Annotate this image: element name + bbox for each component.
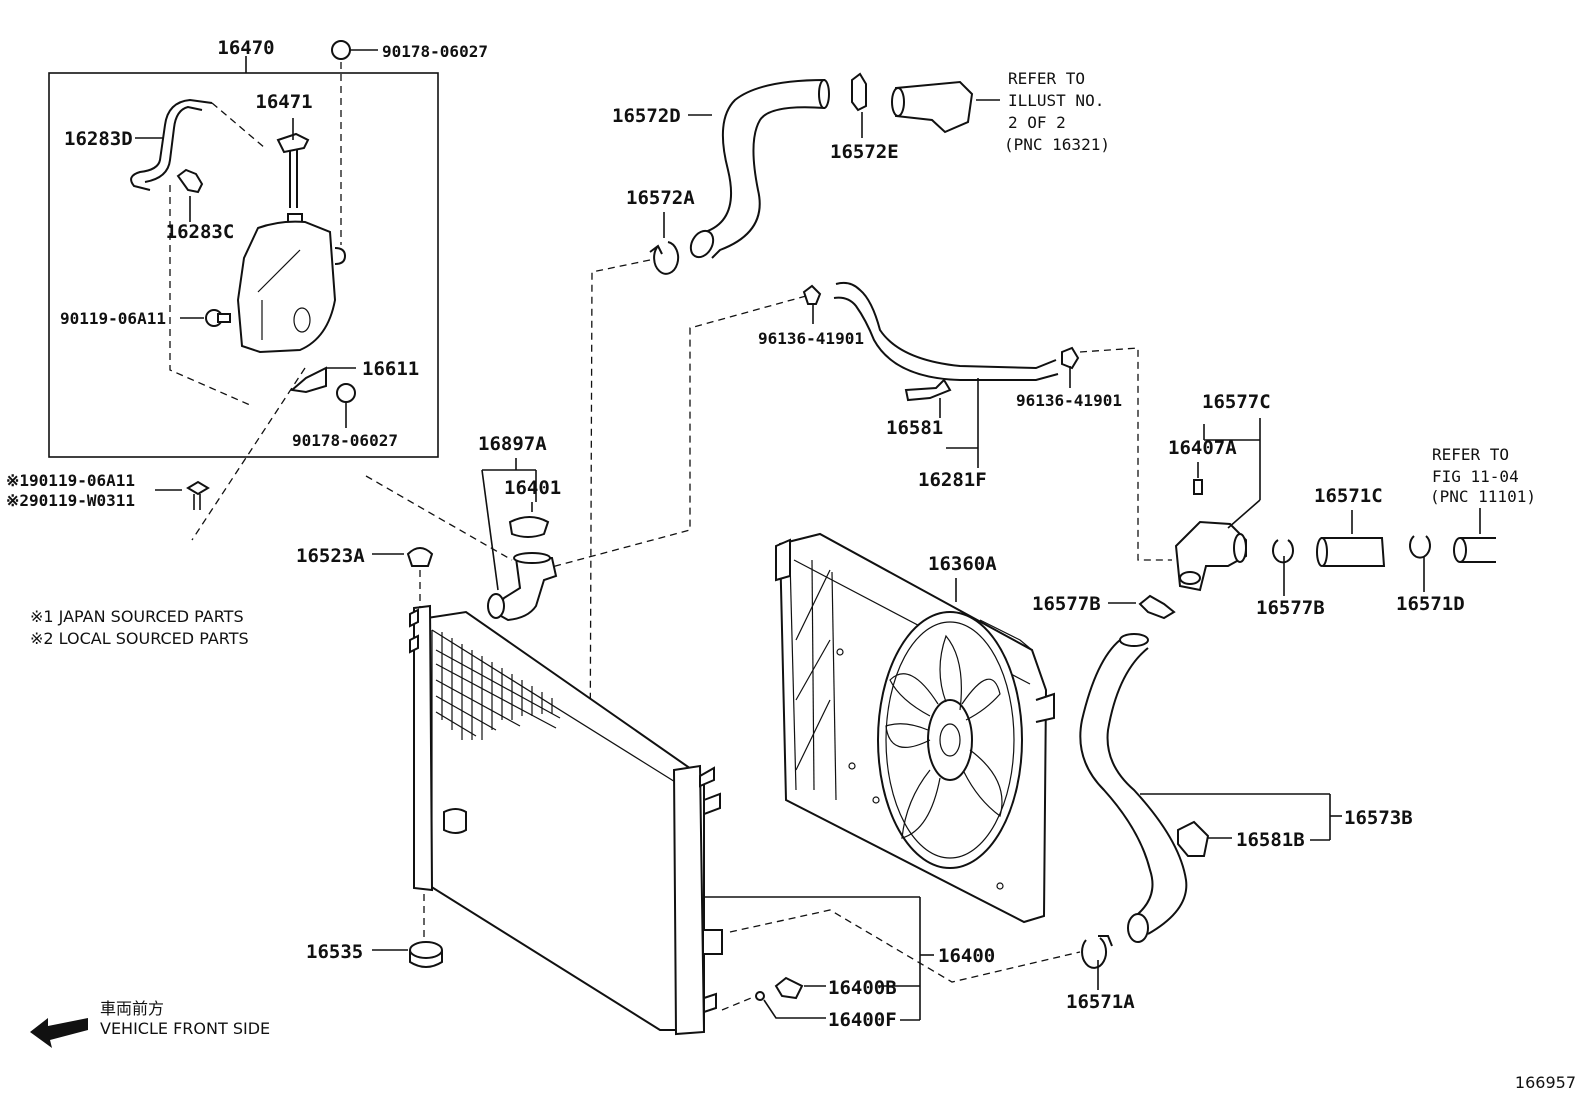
clip-16283c-icon	[176, 168, 204, 194]
label-16581: 16581	[886, 417, 943, 439]
reservoir-tank-group	[48, 40, 439, 541]
front-label-jp: 車両前方	[100, 999, 164, 1018]
reservoir-tank-icon	[236, 220, 337, 354]
upper-mount-cushion-icon	[406, 547, 434, 567]
note-alt-part-1: ※190119-06A11	[6, 471, 135, 490]
label-90178-06027-bottom: 90178-06027	[292, 431, 398, 450]
ref-fig-line2: FIG 11-04	[1432, 467, 1519, 486]
hose-clamp-16572a-icon	[653, 241, 680, 275]
lower-radiator-hose-group	[1079, 633, 1342, 990]
note-alt-part-2: ※290119-W0311	[6, 491, 135, 510]
label-16571c: 16571C	[1314, 485, 1383, 507]
label-16281f: 16281F	[918, 469, 987, 491]
ref-fig-line1: REFER TO	[1432, 445, 1509, 464]
label-16471: 16471	[255, 91, 312, 113]
ref-illust-line1: REFER TO	[1008, 69, 1085, 88]
hose-clip-16572e-icon	[851, 72, 867, 112]
label-16571d: 16571D	[1396, 593, 1465, 615]
radiator-cap-icon	[508, 516, 550, 538]
label-16400f: 16400F	[828, 1009, 897, 1031]
water-inlet-group	[1108, 418, 1496, 620]
clip-16577b-left-icon	[1138, 594, 1176, 620]
water-outlet-icon	[895, 80, 974, 134]
ref-illust-line4: (PNC 16321)	[1004, 135, 1110, 154]
radiator-group	[372, 547, 1081, 1036]
lower-mount-cushion-icon	[409, 941, 443, 959]
radiator-tank-right-icon	[672, 764, 706, 1036]
note-japan-sourced: ※1 JAPAN SOURCED PARTS	[30, 607, 244, 626]
drain-oring-icon	[755, 991, 765, 1001]
ref-fig-line3: (PNC 11101)	[1430, 487, 1536, 506]
radiator-fins	[435, 632, 561, 740]
label-16360a: 16360A	[928, 553, 997, 575]
label-16577c: 16577C	[1202, 391, 1271, 413]
bolt-90119-icon	[205, 309, 231, 327]
label-16400b: 16400B	[828, 977, 897, 999]
nut-lower-icon	[336, 383, 356, 403]
reservoir-hose-icon	[130, 98, 213, 191]
temp-sensor-icon	[1193, 479, 1203, 495]
label-16577b-left: 16577B	[1032, 593, 1101, 615]
clamp-16577b-right-icon	[1272, 539, 1294, 564]
note-local-sourced: ※2 LOCAL SOURCED PARTS	[30, 629, 249, 648]
reservoir-frame	[48, 72, 439, 458]
label-90119-06a11: 90119-06A11	[60, 309, 166, 328]
alt-bolt-icon	[186, 480, 210, 510]
label-16283d: 16283D	[64, 128, 133, 150]
diagram-id: 166957	[1515, 1073, 1576, 1092]
label-16581b: 16581B	[1236, 829, 1305, 851]
label-16572e: 16572E	[830, 141, 899, 163]
label-90178-06027-top: 90178-06027	[382, 42, 488, 61]
hose-clamp-16571a-icon	[1081, 937, 1108, 969]
label-16611: 16611	[362, 358, 419, 380]
label-16577b-right: 16577B	[1256, 597, 1325, 619]
engine-pipe-icon	[1460, 537, 1496, 563]
hose-clamp-96136-left-icon	[802, 284, 822, 305]
nut-upper-icon	[331, 40, 351, 60]
fan-blades	[885, 634, 1003, 839]
label-16523a: 16523A	[296, 545, 365, 567]
fan-shroud-group	[775, 532, 1055, 924]
label-16535: 16535	[306, 941, 363, 963]
front-direction-arrow-icon	[30, 1018, 88, 1048]
label-16283c: 16283C	[166, 221, 235, 243]
label-16573b: 16573B	[1344, 807, 1413, 829]
radiator-outlet-pipe-icon	[704, 929, 723, 955]
label-16407a: 16407A	[1168, 437, 1237, 459]
hose-clip-16581b-icon	[1177, 820, 1210, 857]
bypass-hose-icon	[835, 281, 1057, 370]
front-label-en: VEHICLE FRONT SIDE	[100, 1019, 270, 1038]
clamp-16571d-icon	[1409, 535, 1431, 559]
label-16572a: 16572A	[626, 187, 695, 209]
radiator-filler-group	[365, 458, 558, 622]
label-16400: 16400	[938, 945, 995, 967]
lower-hose-icon	[1079, 639, 1154, 921]
label-16470: 16470	[217, 37, 274, 59]
bracket-16611-icon	[289, 366, 327, 394]
fan-hub-icon	[927, 699, 973, 781]
ref-illust-line2: ILLUST NO.	[1008, 91, 1104, 110]
heater-hose-icon	[1320, 537, 1386, 567]
upper-hose-icon	[699, 79, 826, 251]
hose-clip-16581-icon	[904, 378, 952, 402]
hose-clamp-96136-right-icon	[1061, 346, 1080, 370]
drain-cock-icon	[774, 976, 804, 1000]
bypass-hose-group	[547, 281, 1172, 569]
label-16571a: 16571A	[1066, 991, 1135, 1013]
label-96136-41901-left: 96136-41901	[758, 329, 864, 348]
label-96136-41901-right: 96136-41901	[1016, 391, 1122, 410]
label-16572d: 16572D	[612, 105, 681, 127]
label-16897a: 16897A	[478, 433, 547, 455]
label-16401: 16401	[504, 477, 561, 499]
ref-illust-line3: 2 OF 2	[1008, 113, 1066, 132]
